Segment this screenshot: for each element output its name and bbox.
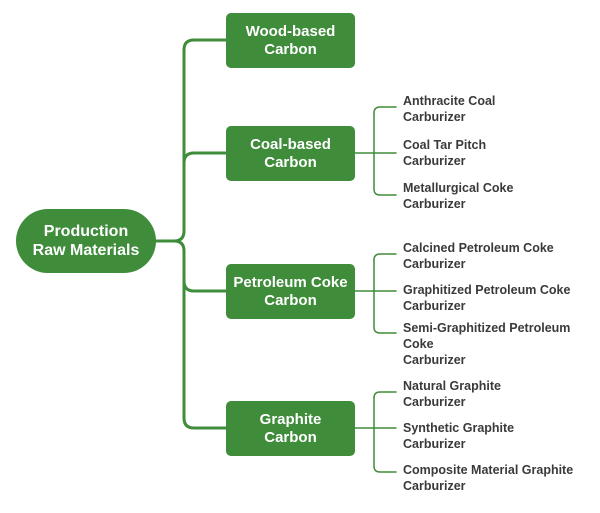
leaf-metallurgical-coke: Metallurgical Coke Carburizer [403, 181, 514, 211]
branch-label: Coal-based Carbon [250, 135, 331, 171]
leaf-semi-graphitized-petroleum-coke: Semi-Graphitized Petroleum Coke Carburiz… [403, 321, 571, 367]
leaf-composite-material-graphite: Composite Material Graphite Carburizer [403, 463, 574, 493]
branch-petroleum-coke-carbon: Petroleum Coke Carbon [226, 264, 355, 319]
root-node: Production Raw Materials [16, 209, 156, 273]
leaf-synthetic-graphite: Synthetic Graphite Carburizer [403, 421, 515, 451]
branch-label: Wood-based Carbon [245, 22, 336, 58]
branch-label: Graphite Carbon [259, 410, 322, 446]
branch-wood-based-carbon: Wood-based Carbon [226, 13, 355, 68]
leaf-calcined-petroleum-coke: Calcined Petroleum Coke Carburizer [403, 241, 554, 271]
branch-coal-based-carbon: Coal-based Carbon [226, 126, 355, 181]
leaf-natural-graphite: Natural Graphite Carburizer [403, 379, 501, 409]
branch-label: Petroleum Coke Carbon [233, 273, 348, 309]
leaf-anthracite-coal: Anthracite Coal Carburizer [403, 94, 496, 124]
leaf-graphitized-petroleum-coke: Graphitized Petroleum Coke Carburizer [403, 283, 571, 313]
branch-graphite-carbon: Graphite Carbon [226, 401, 355, 456]
root-label: Production Raw Materials [32, 222, 140, 259]
leaf-coal-tar-pitch: Coal Tar Pitch Carburizer [403, 138, 487, 168]
